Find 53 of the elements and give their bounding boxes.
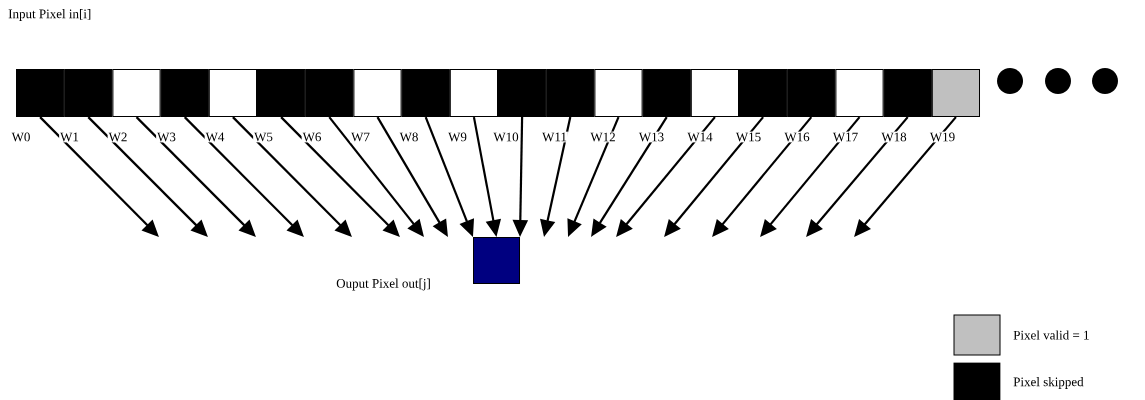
input-label: Input Pixel in[i]	[8, 9, 91, 21]
pixel-cell	[401, 68, 450, 118]
arrow	[806, 116, 909, 237]
cell-label: W11	[541, 131, 568, 143]
pixel-cell	[353, 68, 402, 118]
cell-label: W3	[156, 131, 177, 143]
legend-label: Pixel skipped	[1013, 377, 1084, 389]
pixel-cell	[931, 68, 980, 118]
arrow	[854, 116, 957, 237]
pixel-cell	[739, 68, 788, 118]
cell-label: W17	[831, 131, 860, 143]
arrow	[39, 116, 159, 237]
cell-label: W6	[301, 131, 323, 143]
pixel-cell	[835, 68, 884, 118]
arrow	[232, 116, 352, 237]
pixel-cell	[305, 68, 354, 118]
cell-label: W7	[350, 131, 371, 143]
pixel-cell	[16, 68, 65, 118]
pixel-cell	[64, 68, 113, 118]
cell-label: W10	[492, 131, 520, 143]
cell-label: W15	[734, 131, 763, 143]
arrow	[135, 116, 256, 237]
arrow	[87, 116, 208, 237]
cell-label: W8	[398, 131, 420, 143]
cell-label: W19	[928, 131, 957, 143]
pixel-cell	[546, 68, 595, 118]
pixel-cell	[112, 68, 161, 118]
cell-label: W14	[686, 131, 714, 143]
cell-label: W5	[253, 131, 274, 143]
legend-label: Pixel valid = 1	[1013, 330, 1089, 340]
cell-label: W4	[204, 131, 226, 143]
cell-label: W13	[637, 131, 666, 143]
cell-label: W0	[10, 131, 32, 143]
cell-label: W16	[783, 131, 811, 143]
arrow	[280, 116, 400, 237]
pixel-cell	[642, 68, 691, 118]
output-pixel-box	[473, 237, 520, 284]
cell-label: W12	[589, 131, 617, 143]
pixel-cell	[208, 68, 257, 118]
cell-label: W2	[107, 131, 129, 143]
cell-label: W18	[880, 131, 908, 143]
pixel-cell	[883, 68, 932, 118]
pixel-cell	[498, 68, 547, 118]
pixel-cell	[787, 68, 836, 118]
output-label: Ouput Pixel out[j]	[336, 278, 430, 291]
pixel-cell	[449, 68, 498, 118]
pixel-cell	[594, 68, 643, 118]
cell-label: W1	[59, 131, 80, 143]
pixel-cell	[257, 68, 306, 118]
arrow	[183, 116, 304, 237]
cell-label: W9	[447, 131, 468, 143]
pixel-cell	[160, 68, 209, 118]
pixel-cell	[690, 68, 739, 118]
